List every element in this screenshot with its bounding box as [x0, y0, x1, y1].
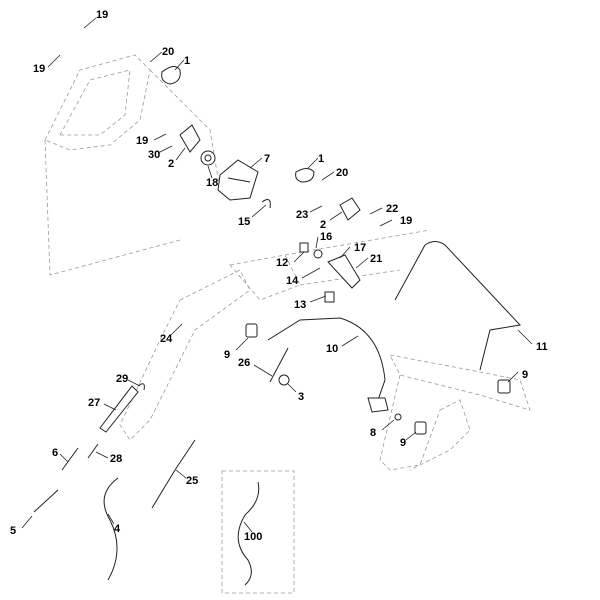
callout-26: 26 — [238, 357, 250, 369]
callout-12: 12 — [276, 257, 288, 269]
callout-28: 28 — [110, 453, 122, 465]
callout-7: 7 — [264, 153, 270, 165]
leader-lines — [21, 17, 533, 533]
callout-2-upper: 2 — [168, 158, 174, 170]
callout-4: 4 — [114, 523, 121, 535]
part-bushing-9c — [414, 421, 427, 435]
callout-23: 23 — [296, 209, 308, 221]
part-cable-25 — [151, 439, 196, 509]
callout-21: 21 — [370, 253, 382, 265]
part-cable-4 — [103, 477, 119, 581]
callout-11: 11 — [536, 341, 548, 353]
detail-box — [221, 470, 295, 594]
callout-14: 14 — [286, 275, 299, 287]
callout-19-left: 19 — [33, 63, 45, 75]
callout-29: 29 — [116, 373, 128, 385]
callout-15: 15 — [238, 216, 250, 228]
part-cable-100 — [237, 481, 260, 586]
part-cap-1-upper — [161, 66, 181, 85]
callout-30: 30 — [148, 149, 160, 161]
part-clip-15 — [261, 199, 271, 209]
part-bushing-16 — [313, 249, 323, 259]
callout-27: 27 — [88, 397, 100, 409]
part-cable-6 — [61, 447, 79, 471]
part-washer-3 — [278, 374, 290, 386]
callout-9-bottom: 9 — [400, 437, 406, 449]
part-hook-29 — [137, 383, 145, 391]
callout-2-lower: 2 — [320, 219, 326, 231]
callout-labels: 19 19 20 1 19 30 2 18 7 15 1 20 23 2 22 … — [10, 9, 548, 543]
callout-22: 22 — [386, 203, 398, 215]
callout-18: 18 — [206, 177, 218, 189]
part-bracket-2-lower — [339, 197, 361, 221]
callout-24: 24 — [160, 333, 173, 345]
callout-1-lower: 1 — [318, 153, 324, 165]
callout-9-right: 9 — [522, 369, 528, 381]
callout-17: 17 — [354, 242, 366, 254]
part-ring-18 — [200, 150, 216, 166]
part-spring-28 — [87, 443, 99, 459]
callout-10: 10 — [326, 343, 338, 355]
lower-handle-frame — [119, 229, 531, 471]
part-housing-7 — [217, 159, 259, 201]
callout-8: 8 — [370, 427, 376, 439]
part-bushing-12 — [299, 242, 309, 253]
part-bracket-2-upper — [179, 124, 201, 153]
callout-19-mid: 19 — [136, 135, 148, 147]
part-pin-8 — [394, 413, 402, 421]
callout-25: 25 — [186, 475, 198, 487]
part-lever-17 — [327, 254, 361, 289]
callout-5: 5 — [10, 525, 16, 537]
callout-20-upper: 20 — [162, 46, 174, 58]
callout-9-left: 9 — [224, 349, 230, 361]
part-bushing-9b — [497, 379, 511, 394]
part-rod-10 — [267, 317, 389, 413]
part-cap-1-lower — [295, 168, 315, 183]
callout-16: 16 — [320, 231, 332, 243]
part-bushing-13 — [324, 291, 335, 303]
callout-19-right: 19 — [400, 215, 412, 227]
part-rod-11 — [394, 241, 522, 371]
part-bushing-9a — [245, 323, 258, 338]
callout-19-top: 19 — [96, 9, 108, 21]
part-cable-5 — [33, 489, 59, 513]
part-link-26 — [269, 347, 289, 383]
upper-handle-housing — [44, 54, 221, 276]
callout-100: 100 — [244, 531, 262, 543]
callout-13: 13 — [294, 299, 306, 311]
callout-1-upper: 1 — [184, 55, 190, 67]
part-spring-27 — [99, 385, 139, 433]
callout-20-lower: 20 — [336, 167, 348, 179]
callout-3: 3 — [298, 391, 304, 403]
callout-6: 6 — [52, 447, 58, 459]
